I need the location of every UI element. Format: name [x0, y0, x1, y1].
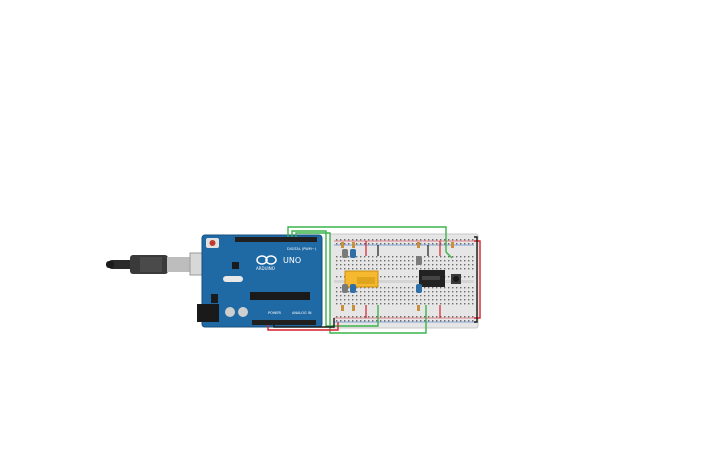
wire-black-rail	[474, 236, 478, 323]
lcd-module[interactable]	[344, 270, 379, 288]
wire-green-2	[295, 232, 427, 334]
wire-red-power	[267, 322, 339, 331]
push-button[interactable]	[451, 274, 461, 284]
capacitor-1[interactable]	[342, 249, 356, 258]
wire-green-top	[287, 226, 447, 252]
power-label: POWER	[268, 311, 282, 315]
capacitor-2[interactable]	[342, 284, 356, 293]
analog-power-header	[252, 320, 316, 325]
model-label: UNO	[283, 256, 301, 265]
arduino-uno-board[interactable]: UNO ARDUINO DIGITAL (PWM~) POWER ANALOG …	[197, 234, 323, 328]
atmega-chip	[250, 292, 310, 300]
brand-label: ARDUINO	[256, 266, 275, 271]
wires[interactable]	[267, 226, 481, 334]
usb-cable[interactable]	[106, 252, 219, 276]
black-jumpers[interactable]	[377, 245, 429, 256]
wire-green-1	[291, 230, 379, 327]
ic-chip[interactable]	[419, 270, 445, 287]
digital-label: DIGITAL (PWM~)	[287, 247, 317, 251]
capacitor-3[interactable]	[416, 256, 422, 293]
red-jumpers[interactable]	[365, 241, 441, 318]
power-jack-icon	[197, 304, 219, 322]
analog-label: ANALOG IN	[292, 311, 312, 315]
resistors[interactable]	[341, 242, 454, 311]
digital-header	[235, 237, 317, 242]
breadboard-holes	[336, 239, 474, 322]
breadboard[interactable]	[329, 233, 479, 329]
wire-black-gnd	[273, 318, 335, 328]
